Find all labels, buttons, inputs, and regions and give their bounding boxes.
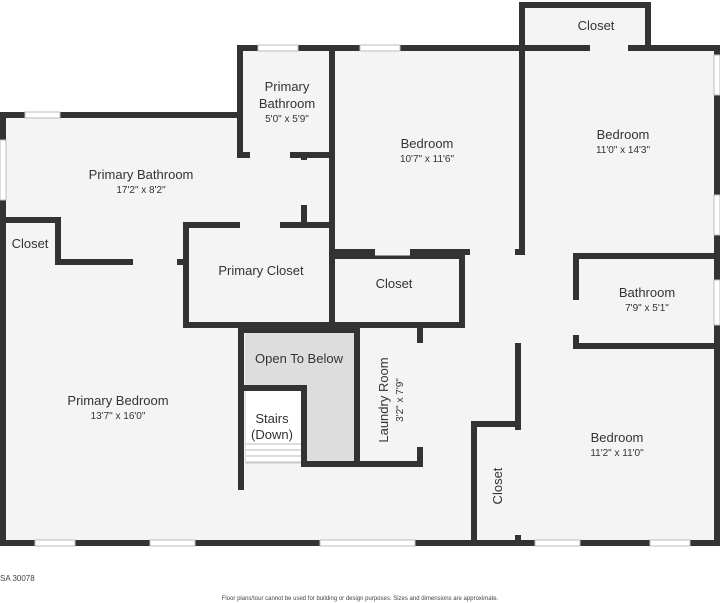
listing-code: SA 30078 [0, 574, 35, 583]
stairs-label-line2: (Down) [251, 427, 293, 442]
closet-top-label: Closet [578, 18, 615, 33]
bedroom-center-label: Bedroom [401, 136, 454, 151]
bedroom-right-bottom-label: Bedroom [591, 430, 644, 445]
windows [0, 44, 720, 547]
stair-treads [246, 443, 304, 463]
room-labels: Closet Primary Bathroom 5'0" x 5'9" Bedr… [12, 18, 676, 504]
primary-bathroom-dim: 17'2" x 8'2" [116, 185, 166, 196]
bedroom-right-top-dim: 11'0" x 14'3" [596, 145, 651, 156]
primary-bedroom-dim: 13'7" x 16'0" [91, 411, 146, 422]
primary-bath-small-label-line1: Primary [265, 79, 310, 94]
laundry-room-label: Laundry Room [376, 357, 391, 442]
disclaimer-text: Floor plans/tour cannot be used for buil… [221, 596, 499, 602]
primary-bathroom-label: Primary Bathroom [89, 167, 194, 182]
closet-bottom-label: Closet [490, 467, 505, 504]
bathroom-label: Bathroom [619, 285, 675, 300]
primary-bath-small-dim: 5'0" x 5'9" [265, 114, 309, 125]
primary-closet-label: Primary Closet [218, 263, 304, 278]
primary-bedroom-label: Primary Bedroom [67, 393, 168, 408]
walls [0, 2, 720, 546]
door-openings [15, 44, 628, 535]
bedroom-right-bottom-dim: 11'2" x 11'0" [590, 448, 644, 459]
stairs-area [246, 390, 304, 462]
bedroom-right-top-label: Bedroom [597, 127, 650, 142]
open-to-below-label: Open To Below [255, 351, 344, 366]
bedroom-center-dim: 10'7" x 11'6" [400, 154, 455, 165]
primary-bath-small-label-line2: Bathroom [259, 96, 315, 111]
stairs-label-line1: Stairs [255, 411, 289, 426]
laundry-room-dim: 3'2" x 7'9" [395, 378, 406, 422]
closet-mid-label: Closet [376, 276, 413, 291]
bathroom-dim: 7'9" x 5'1" [625, 303, 669, 314]
closet-left-label: Closet [12, 236, 49, 251]
